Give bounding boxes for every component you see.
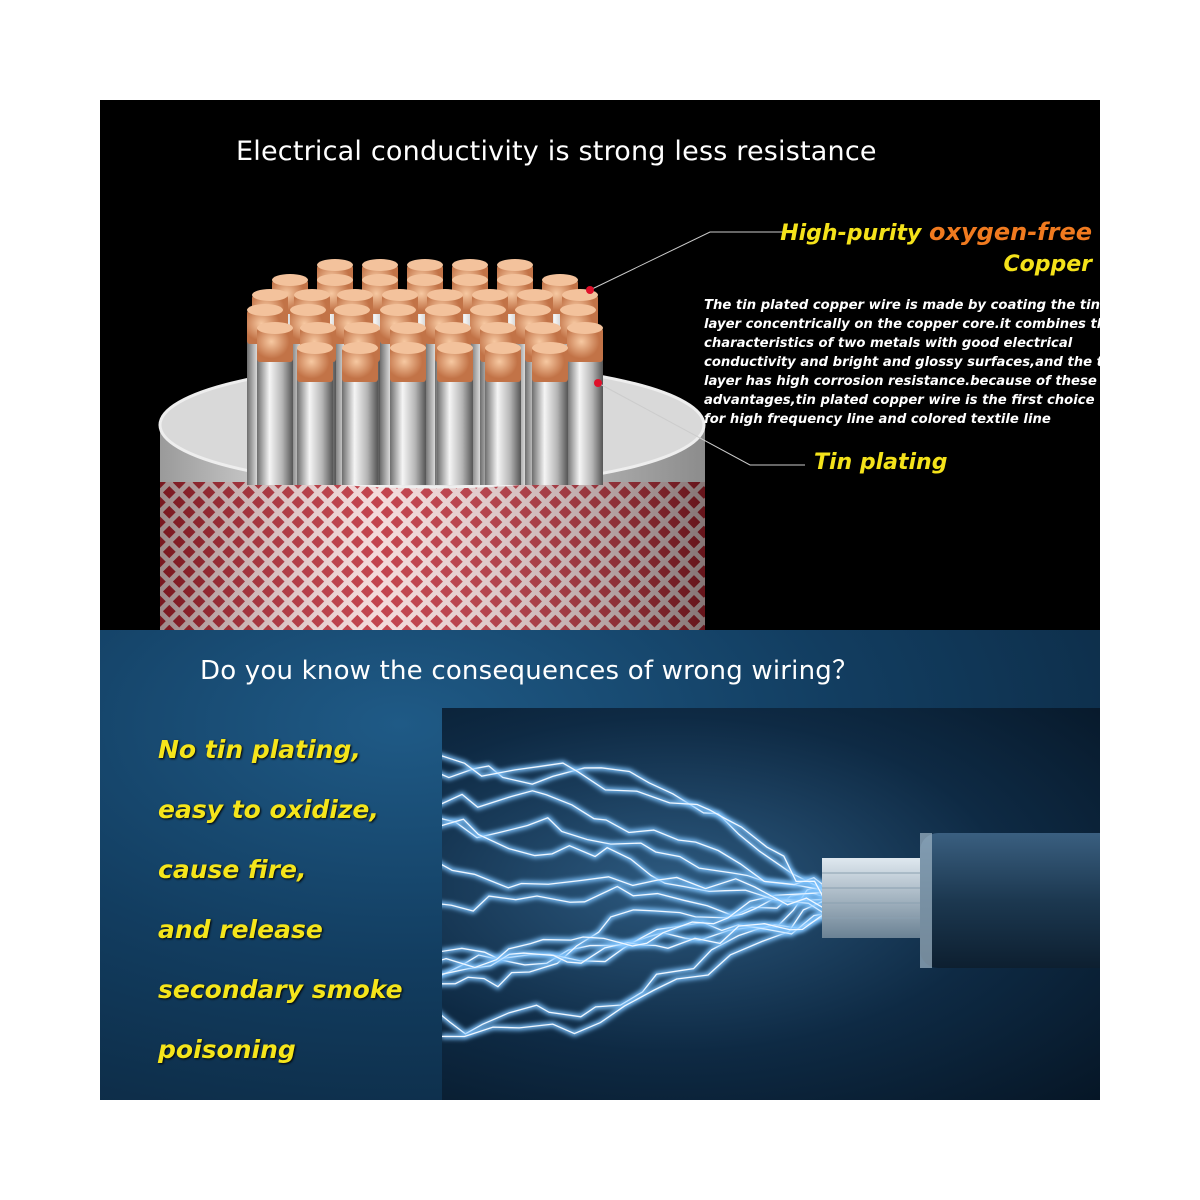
copper-core-tip [485, 348, 521, 382]
copper-core-end [380, 304, 416, 316]
description-line: conductivity and bright and glossy surfa… [704, 355, 1100, 370]
copper-core-end [427, 289, 463, 301]
copper-core-end [337, 289, 373, 301]
copper-core-end [560, 304, 596, 316]
copper-core-end [407, 274, 443, 286]
callout-highlight: oxygen-free [929, 218, 1092, 246]
lightning-bolt [442, 899, 828, 1038]
lightning-bolts [442, 753, 830, 1040]
copper-core-end [407, 259, 443, 271]
electric-spark-image [442, 708, 1100, 1100]
warning-line: cause fire, [158, 855, 307, 884]
copper-core-end [472, 289, 508, 301]
lightning-bolt [442, 817, 828, 892]
tin-marker-dot [594, 379, 602, 387]
copper-core-end [515, 304, 551, 316]
exposed-strands [822, 858, 932, 938]
copper-core-end [542, 274, 578, 286]
description-line: layer concentrically on the copper core.… [704, 317, 1100, 332]
copper-core-end [297, 342, 333, 354]
copper-core-tip [342, 348, 378, 382]
copper-core-tip [567, 328, 603, 362]
copper-core-end [342, 342, 378, 354]
description-line: characteristics of two metals with good … [704, 336, 1073, 351]
description-line: advantages,tin plated copper wire is the… [704, 393, 1095, 408]
description-line: for high frequency line and colored text… [704, 412, 1051, 427]
copper-core-end [362, 259, 398, 271]
lightning-bolt [442, 818, 828, 916]
copper-core-end [497, 274, 533, 286]
lightning-bolt [442, 788, 829, 890]
copper-core-end [317, 259, 353, 271]
copper-core-tip [390, 348, 426, 382]
lightning-bolt [442, 755, 828, 905]
lightning-bolt [442, 885, 828, 917]
lightning-bolt [442, 814, 828, 894]
copper-core-end [257, 322, 293, 334]
tin-plating-callout: Tin plating [814, 450, 948, 475]
copper-core-end [480, 322, 516, 334]
lightning-bolt [442, 864, 828, 911]
tin-callout-line [597, 382, 805, 466]
copper-core-end [390, 342, 426, 354]
copper-core-end [425, 304, 461, 316]
copper-core-end [452, 274, 488, 286]
warning-line: No tin plating, [158, 735, 361, 764]
copper-core-end [485, 342, 521, 354]
copper-core-end [435, 322, 471, 334]
copper-core-end [252, 289, 288, 301]
copper-core-end [247, 304, 283, 316]
copper-callout: High-purity oxygen-free [780, 218, 1092, 246]
lightning-bolt [442, 790, 828, 889]
lightning-bolt [442, 914, 828, 1035]
copper-core-end [290, 304, 326, 316]
copper-core-end [567, 322, 603, 334]
lightning-bolt [442, 765, 828, 892]
copper-core-end [525, 322, 561, 334]
copper-core-end [470, 304, 506, 316]
copper-core-end [390, 322, 426, 334]
description-line: layer has high corrosion resistance.beca… [704, 374, 1097, 389]
copper-core-end [344, 322, 380, 334]
warning-line: poisoning [158, 1035, 296, 1064]
description-line: The tin plated copper wire is made by co… [704, 298, 1100, 313]
warning-list: No tin plating, easy to oxidize, cause f… [158, 720, 403, 1080]
conductivity-heading: Electrical conductivity is strong less r… [236, 136, 877, 167]
warning-line: secondary smoke [158, 975, 403, 1004]
copper-core-tip [257, 328, 293, 362]
copper-core-end [334, 304, 370, 316]
copper-core-end [452, 259, 488, 271]
copper-core-end [317, 274, 353, 286]
warning-line: easy to oxidize, [158, 795, 379, 824]
copper-core-end [437, 342, 473, 354]
conductor-panel: Electrical conductivity is strong less r… [100, 100, 1100, 630]
wrong-wiring-panel: Do you know the consequences of wrong wi… [100, 630, 1100, 1100]
copper-core-end [382, 289, 418, 301]
copper-callout-line [589, 231, 790, 291]
copper-core-end [272, 274, 308, 286]
copper-core-tip [437, 348, 473, 382]
copper-callout-line2: Copper [1003, 252, 1092, 277]
copper-core-end [362, 274, 398, 286]
tinned-copper-cable-illustration [158, 231, 805, 630]
tin-plating-description: The tin plated copper wire is made by co… [704, 296, 1100, 429]
copper-core-tip [297, 348, 333, 382]
copper-core-end [532, 342, 568, 354]
copper-core-end [300, 322, 336, 334]
lightning-bolt [442, 898, 828, 988]
lightning-bolt [442, 891, 828, 969]
lightning-bolt [442, 912, 829, 1037]
callout-prefix: High-purity [780, 221, 922, 246]
copper-marker-dot [586, 286, 594, 294]
lightning-bolt [442, 763, 829, 894]
warning-line: and release [158, 915, 323, 944]
copper-core-tip [532, 348, 568, 382]
wrong-wiring-heading: Do you know the consequences of wrong wi… [200, 656, 859, 686]
cable-insulation [920, 833, 1100, 968]
copper-core-end [294, 289, 330, 301]
copper-core-end [497, 259, 533, 271]
copper-core-end [517, 289, 553, 301]
